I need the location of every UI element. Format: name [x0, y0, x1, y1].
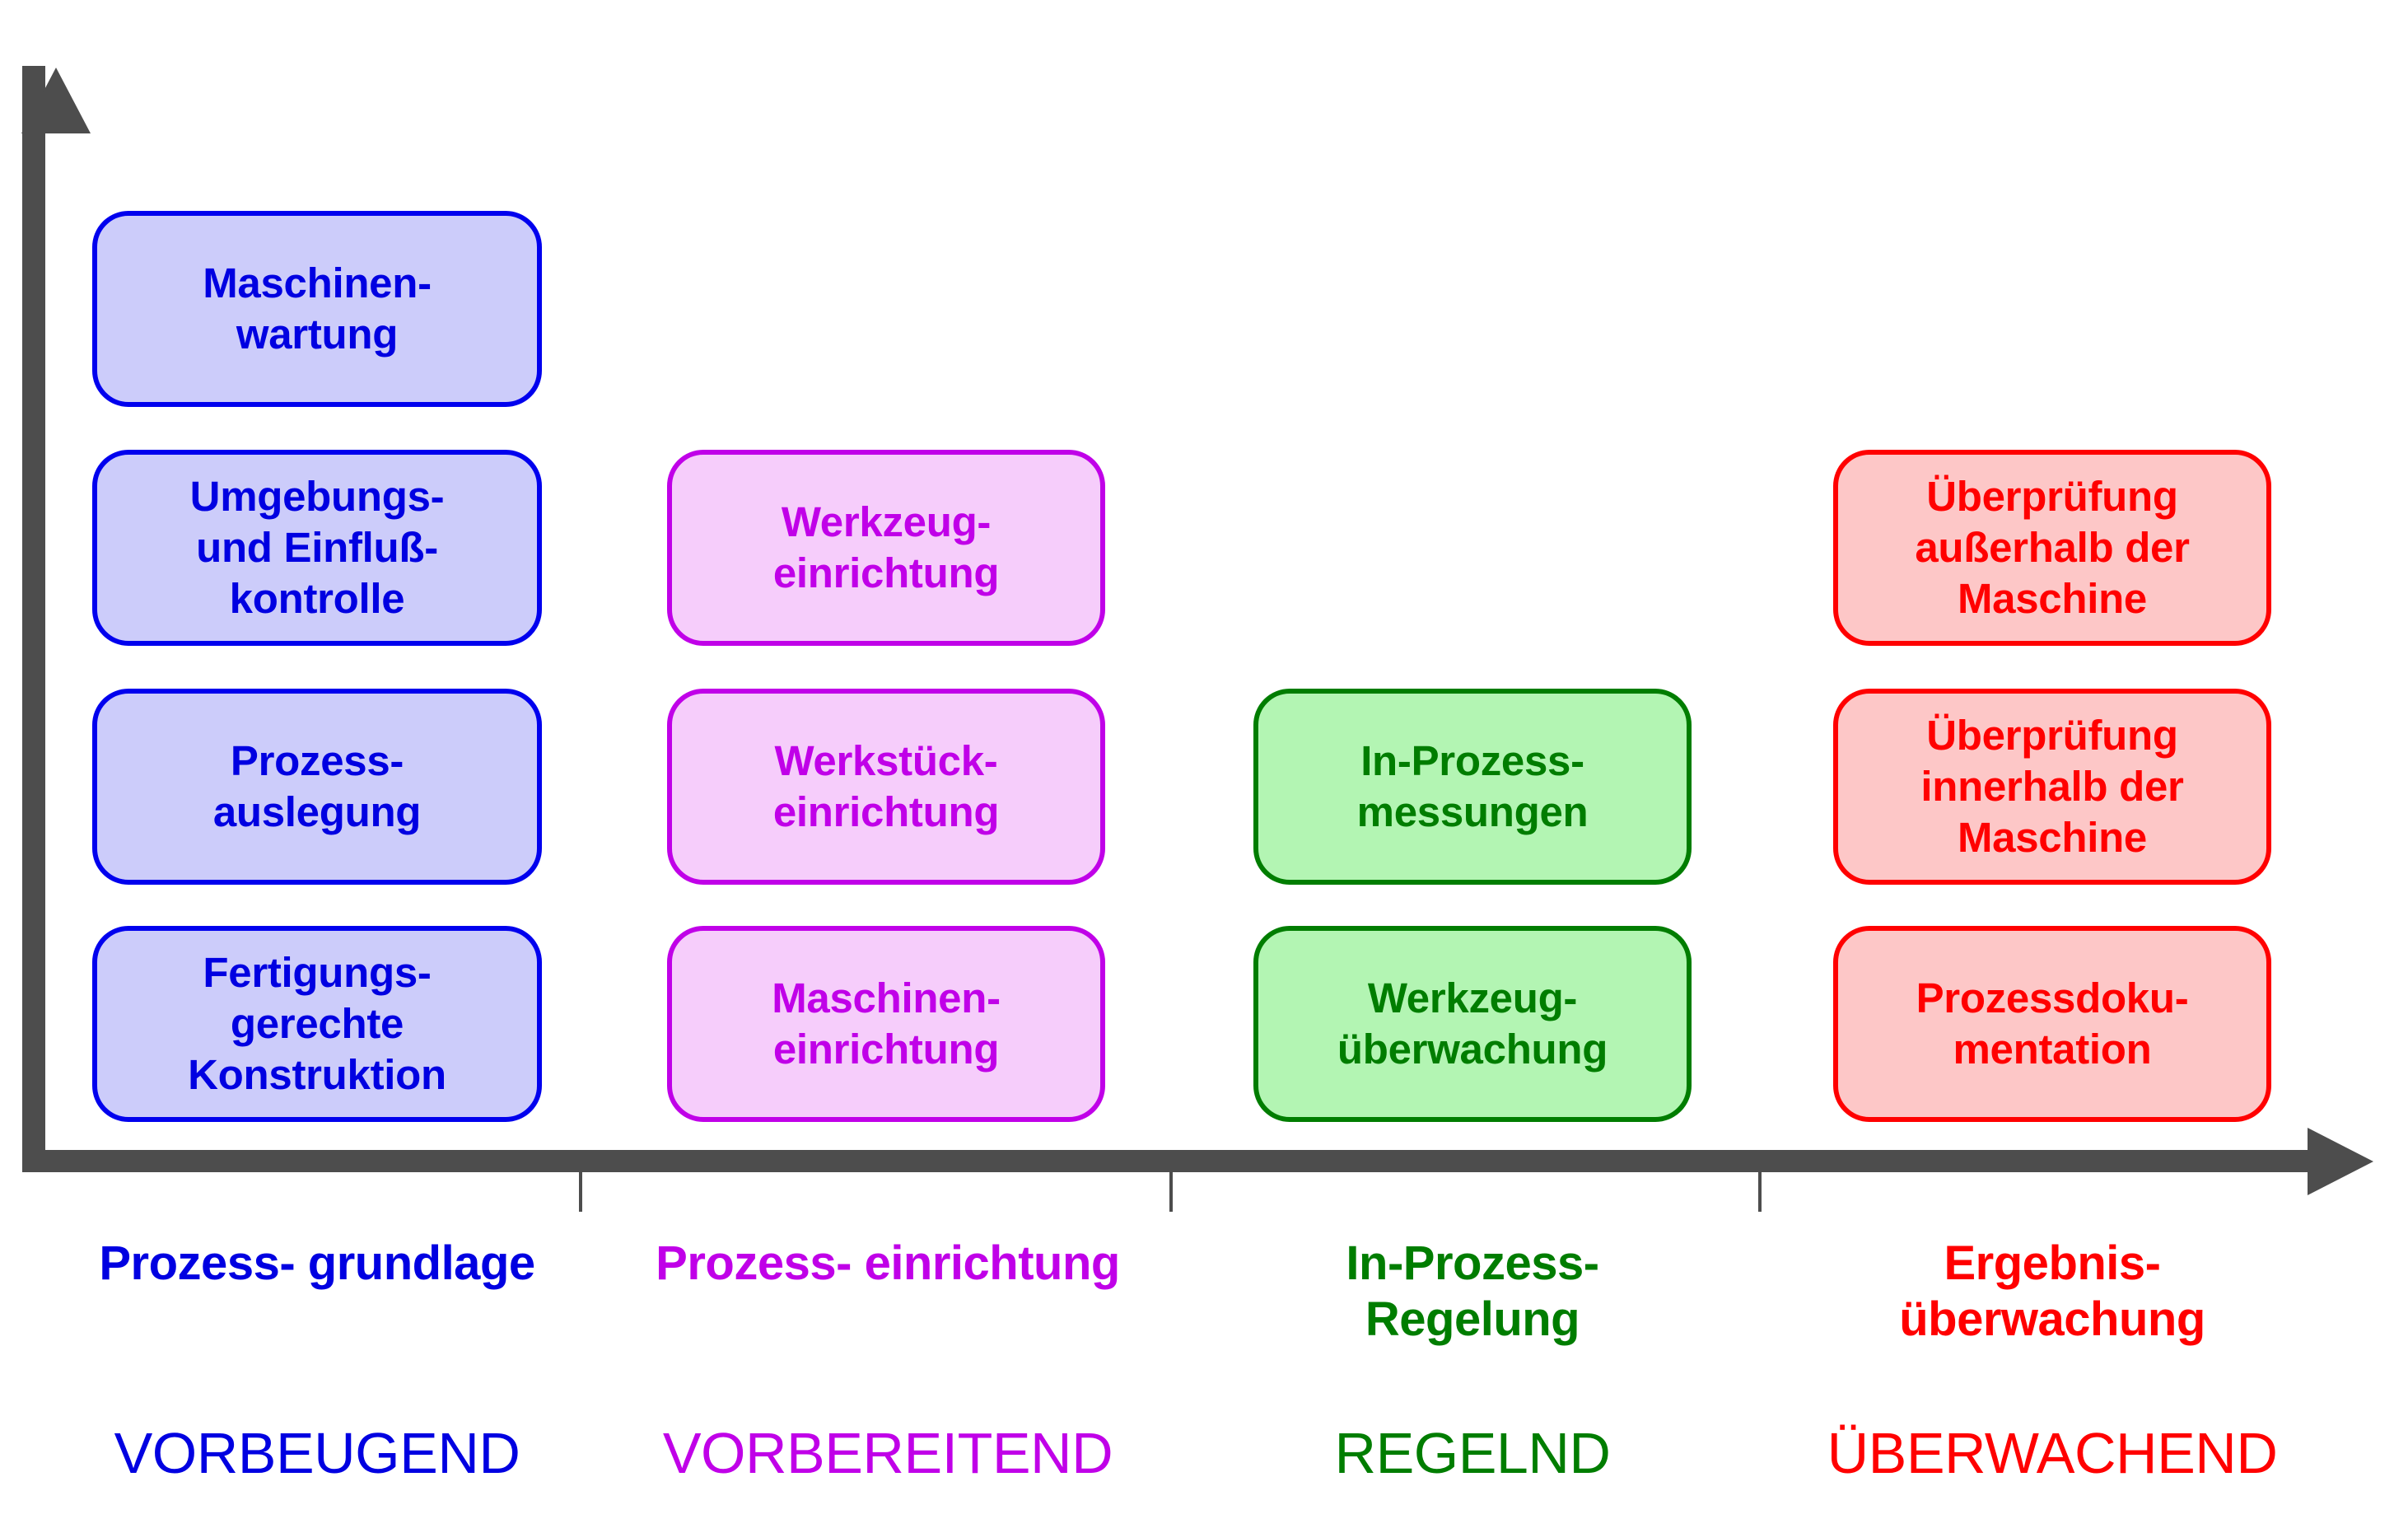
node-line: Prozess- [230, 737, 404, 785]
node-fertigungsgerechte-konstruktion[interactable]: Fertigungs- gerechte Konstruktion [92, 926, 542, 1122]
node-line: messungen [1356, 788, 1589, 835]
node-line: Maschine [1957, 813, 2147, 861]
node-line: einrichtung [772, 788, 1000, 835]
phase-label-line: grundlage [307, 1236, 535, 1290]
node-prozessdokumentation[interactable]: Prozessdoku- mentation [1833, 926, 2271, 1122]
node-line: Fertigungs- [203, 949, 432, 997]
node-prozessauslegung[interactable]: Prozess- auslegung [92, 689, 542, 885]
node-werkzeugeinrichtung[interactable]: Werkzeug- einrichtung [667, 450, 1105, 646]
node-in-prozess-messungen[interactable]: In-Prozess- messungen [1253, 689, 1692, 885]
node-line: Maschinen- [772, 974, 1001, 1022]
node-line: Überprüfung [1926, 473, 2178, 521]
node-line: In-Prozess- [1360, 737, 1584, 785]
node-line: Werkstück- [774, 737, 998, 785]
node-ueberpruefung-innerhalb-der-maschine[interactable]: Überprüfung innerhalb der Maschine [1833, 689, 2271, 885]
node-werkstueckeinrichtung[interactable]: Werkstück- einrichtung [667, 689, 1105, 885]
node-werkzeugueberwachung[interactable]: Werkzeug- überwachung [1253, 926, 1692, 1122]
node-line: außerhalb der [1915, 524, 2190, 572]
node-line: auslegung [212, 788, 422, 835]
node-line: Maschine [1957, 574, 2147, 622]
node-line: einrichtung [772, 1026, 1000, 1073]
node-line: mentation [1953, 1026, 2152, 1073]
node-line: Überprüfung [1926, 712, 2178, 759]
x-axis-line [22, 1150, 2320, 1172]
x-axis-tick-3 [1758, 1172, 1762, 1212]
node-line: Werkzeug- [1367, 974, 1578, 1022]
node-line: überwachung [1337, 1026, 1608, 1073]
node-line: kontrolle [229, 574, 405, 622]
node-line: Maschinen- [203, 259, 432, 307]
up-arrow-icon [21, 68, 91, 133]
node-line: Prozessdoku- [1916, 974, 2189, 1022]
node-ueberpruefung-ausserhalb-der-maschine[interactable]: Überprüfung außerhalb der Maschine [1833, 450, 2271, 646]
right-arrow-icon [2308, 1128, 2373, 1195]
x-axis-tick-2 [1169, 1172, 1173, 1212]
node-line: Werkzeug- [781, 498, 992, 546]
node-line: wartung [236, 311, 399, 358]
mode-label-vorbeugend: VORBEUGEND [114, 1421, 520, 1485]
node-line: gerechte [230, 1000, 404, 1048]
phase-label-line: In-Prozess- [1346, 1236, 1599, 1290]
x-axis-tick-1 [579, 1172, 582, 1212]
node-maschinenwartung[interactable]: Maschinen- wartung [92, 211, 542, 407]
phase-label-line: Regelung [1365, 1292, 1580, 1347]
node-line: Umgebungs- [189, 473, 445, 521]
y-axis-line [21, 66, 91, 1161]
phase-label-ergebnisueberwachung: Ergebnis- überwachung [1815, 1236, 2289, 1348]
phase-label-line: einrichtung [864, 1236, 1121, 1290]
phase-label-line: Prozess- [656, 1236, 852, 1290]
mode-label-ueberwachend: ÜBERWACHEND [1827, 1421, 2278, 1485]
node-line: innerhalb der [1920, 763, 2184, 811]
node-line: einrichtung [772, 549, 1000, 596]
phase-label-prozesseinrichtung: Prozess- einrichtung [651, 1236, 1125, 1292]
node-line: und Einfluß- [196, 524, 438, 572]
node-line: Konstruktion [188, 1050, 446, 1098]
phase-label-prozessgrundlage: Prozess- grundlage [76, 1236, 558, 1292]
phase-label-line: überwachung [1899, 1292, 2205, 1347]
mode-label-regelnd: REGELND [1334, 1421, 1611, 1485]
node-maschineneinrichtung[interactable]: Maschinen- einrichtung [667, 926, 1105, 1122]
phase-label-line: Prozess- [99, 1236, 296, 1290]
phase-label-in-prozess-regelung: In-Prozess- Regelung [1235, 1236, 1710, 1348]
mode-label-vorbereitend: VORBEREITEND [662, 1421, 1113, 1485]
node-umgebungs-und-einflusskontrolle[interactable]: Umgebungs- und Einfluß- kontrolle [92, 450, 542, 646]
phase-label-line: Ergebnis- [1944, 1236, 2162, 1290]
